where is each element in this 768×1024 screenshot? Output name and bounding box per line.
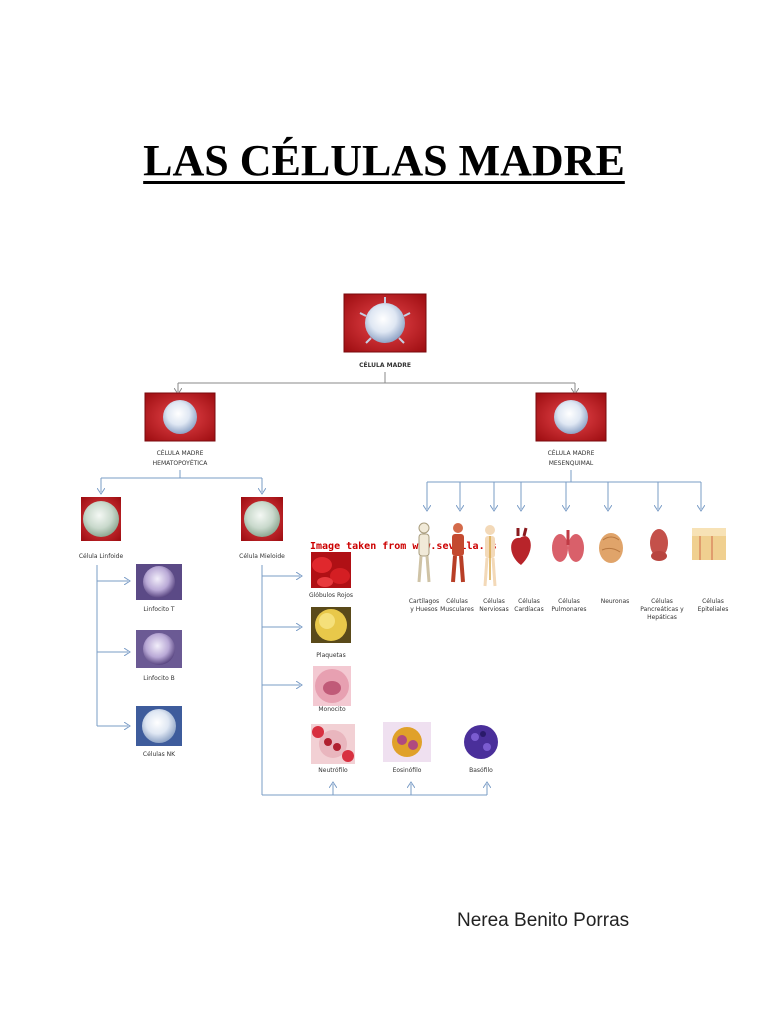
mesenquimal-label-1: CÉLULA MADRE [548, 449, 595, 457]
svg-text:y Huesos: y Huesos [410, 606, 437, 613]
author-name: Nerea Benito Porras [457, 910, 630, 931]
hematopoyetica-cell: CÉLULA MADRE HEMATOPOYÉTICA [144, 392, 216, 467]
svg-text:Células NK: Células NK [143, 751, 176, 758]
svg-text:Hepáticas: Hepáticas [647, 614, 677, 621]
celulas-nk: Células NK [136, 706, 182, 758]
svg-text:Neuronas: Neuronas [601, 598, 630, 605]
svg-text:Monocito: Monocito [318, 706, 346, 713]
mesenquimal-cell: CÉLULA MADRE MESENQUIMAL [535, 392, 607, 467]
svg-text:Glóbulos Rojos: Glóbulos Rojos [309, 592, 353, 599]
svg-text:Epiteliales: Epiteliales [698, 606, 729, 613]
hemato-connector [101, 470, 262, 492]
svg-text:Cardíacas: Cardíacas [514, 606, 543, 613]
svg-text:Pancreáticas y: Pancreáticas y [640, 606, 684, 613]
mieloide-cell: Célula Mieloide [239, 497, 285, 560]
svg-text:Cartílagos: Cartílagos [409, 598, 439, 605]
svg-text:Pulmonares: Pulmonares [551, 606, 586, 613]
page-title: LAS CÉLULAS MADRE [143, 136, 625, 185]
neutrofilo: Neutrófilo [311, 724, 355, 774]
muscle-image [451, 523, 465, 583]
nervous-system-image [483, 525, 497, 587]
digestive-organs-image [650, 529, 668, 561]
svg-text:Neutrófilo: Neutrófilo [318, 767, 348, 774]
brain-image [599, 533, 623, 563]
svg-text:Células: Células [518, 598, 540, 605]
mieloide-connector [261, 565, 487, 796]
skin-tissue-image [692, 528, 726, 560]
linfoide-label: Célula Linfoide [79, 553, 124, 560]
eosinofilo: Eosinófilo [383, 722, 431, 774]
lungs-image [552, 530, 584, 562]
svg-text:Basófilo: Basófilo [469, 767, 493, 774]
watermark-text: Image taken from www.sevilla.es [310, 540, 497, 552]
mesenquimal-labels: Cartílagos y Huesos Células Musculares C… [409, 598, 729, 621]
svg-text:Plaquetas: Plaquetas [316, 652, 345, 659]
heart-image [511, 527, 531, 565]
basofilo: Basófilo [459, 722, 503, 774]
svg-text:Linfocito B: Linfocito B [143, 675, 175, 682]
mieloide-label: Célula Mieloide [239, 553, 285, 560]
mesenquimal-label-2: MESENQUIMAL [549, 460, 594, 467]
linfoide-cell: Célula Linfoide [79, 497, 124, 560]
svg-text:Células: Células [446, 598, 468, 605]
plaquetas: Plaquetas [311, 607, 351, 659]
skeleton-image [417, 522, 431, 583]
svg-text:Nerviosas: Nerviosas [479, 606, 508, 613]
linfoide-connector [96, 565, 128, 726]
linfocito-b: Linfocito B [136, 630, 182, 682]
svg-text:Eosinófilo: Eosinófilo [393, 767, 422, 774]
root-connector [178, 372, 575, 392]
globulos-rojos: Glóbulos Rojos [309, 552, 353, 599]
svg-text:Células: Células [558, 598, 580, 605]
root-stem-cell: CÉLULA MADRE [343, 293, 427, 369]
mesenquimal-connector [427, 470, 701, 509]
svg-text:Musculares: Musculares [440, 606, 474, 613]
monocito: Monocito [313, 666, 351, 713]
root-label: CÉLULA MADRE [359, 361, 411, 369]
hematopoyetica-label-1: CÉLULA MADRE [157, 449, 204, 457]
linfocito-t: Linfocito T [136, 564, 182, 613]
svg-text:Células: Células [702, 598, 724, 605]
svg-text:Células: Células [483, 598, 505, 605]
hematopoyetica-label-2: HEMATOPOYÉTICA [153, 459, 209, 467]
svg-text:Células: Células [651, 598, 673, 605]
svg-text:Linfocito T: Linfocito T [143, 606, 174, 613]
